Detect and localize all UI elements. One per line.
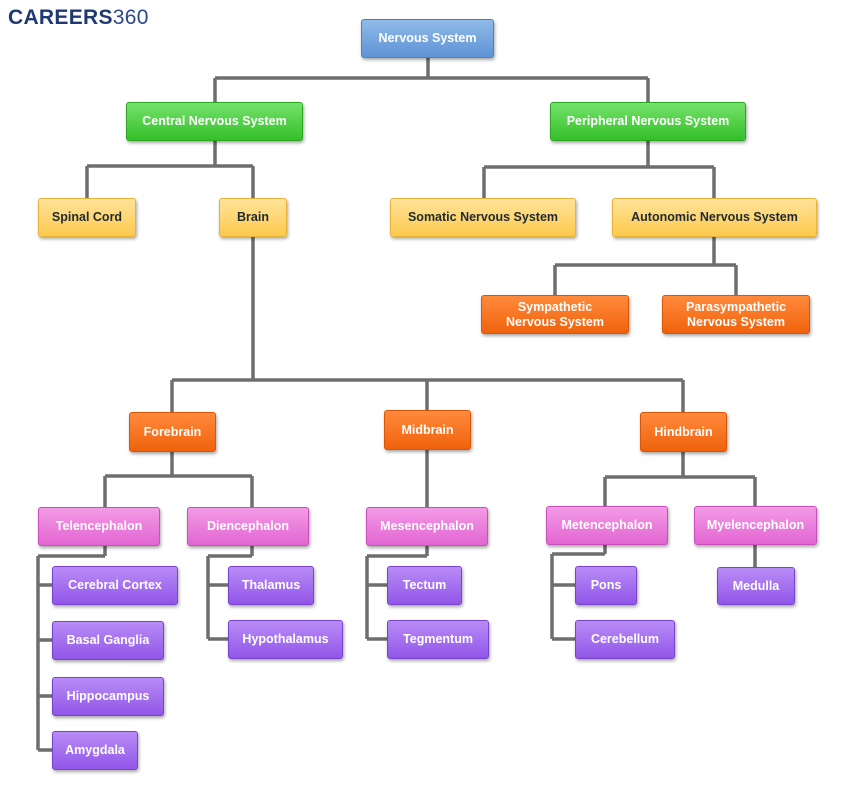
connector-cns: [85, 141, 255, 198]
node-midbrain: Midbrain: [384, 410, 471, 450]
connector-mesencephalon: [365, 546, 429, 641]
node-metencephalon: Metencephalon: [546, 506, 668, 545]
connector-brain: [170, 237, 685, 412]
careers360-logo: CAREERS360: [8, 6, 149, 30]
node-tegmentum: Tegmentum: [387, 620, 489, 659]
node-cerebral-cortex: Cerebral Cortex: [52, 566, 178, 605]
node-mesencephalon: Mesencephalon: [366, 507, 488, 546]
node-pons: Pons: [575, 566, 637, 605]
connector-pns: [482, 141, 716, 198]
logo-brand: CAREERS: [8, 6, 113, 29]
node-myelencephalon: Myelencephalon: [694, 506, 817, 545]
node-brain: Brain: [219, 198, 287, 237]
node-basal-ganglia: Basal Ganglia: [52, 621, 164, 660]
connector-diencephalon: [206, 546, 254, 641]
node-nervous-system: Nervous System: [361, 19, 494, 58]
node-telencephalon: Telencephalon: [38, 507, 160, 546]
node-central-nervous-system: Central Nervous System: [126, 102, 303, 141]
node-diencephalon: Diencephalon: [187, 507, 309, 546]
node-autonomic-nervous-system: Autonomic Nervous System: [612, 198, 817, 237]
node-amygdala: Amygdala: [52, 731, 138, 770]
connector-root: [213, 58, 650, 102]
node-peripheral-nervous-system: Peripheral Nervous System: [550, 102, 746, 141]
node-tectum: Tectum: [387, 566, 462, 605]
node-forebrain: Forebrain: [129, 412, 216, 452]
node-hindbrain: Hindbrain: [640, 412, 727, 452]
connector-hindbrain: [603, 452, 757, 506]
connector-telencephalon: [36, 546, 107, 752]
node-thalamus: Thalamus: [228, 566, 314, 605]
connector-metencephalon: [550, 545, 607, 641]
node-spinal-cord: Spinal Cord: [38, 198, 136, 237]
connector-forebrain: [103, 452, 254, 507]
node-hypothalamus: Hypothalamus: [228, 620, 343, 659]
node-medulla: Medulla: [717, 567, 795, 605]
connector-autonomic: [553, 237, 738, 295]
logo-number: 360: [112, 6, 149, 29]
node-hippocampus: Hippocampus: [52, 677, 164, 716]
node-somatic-nervous-system: Somatic Nervous System: [390, 198, 576, 237]
node-cerebellum: Cerebellum: [575, 620, 675, 659]
